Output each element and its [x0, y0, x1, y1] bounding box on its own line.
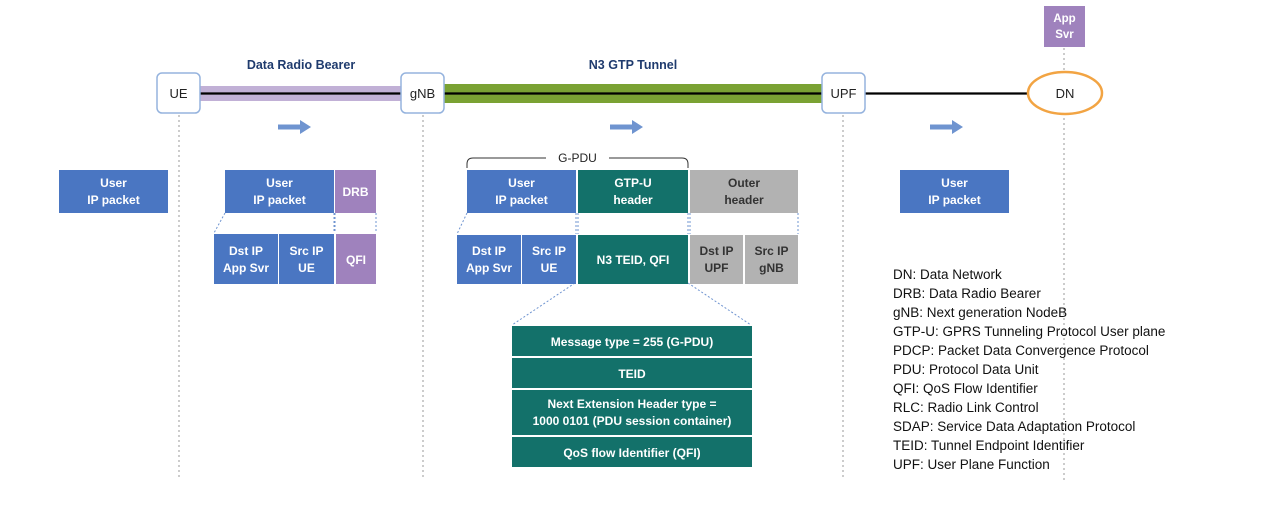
- stage3-gtpu-line1: GTP-U: [614, 176, 651, 190]
- abbreviation-item: DN: Data Network: [893, 267, 1002, 282]
- stage3-gtpu-header: [578, 170, 688, 213]
- drb-title: Data Radio Bearer: [247, 58, 356, 72]
- stage2-dst-ip-line1: Dst IP: [229, 244, 263, 258]
- stage2-packet: User IP packet DRB Dst IP App Svr Src IP…: [213, 170, 377, 284]
- abbreviation-item: UPF: User Plane Function: [893, 457, 1050, 472]
- stage2-user-ip-packet: [225, 170, 334, 213]
- node-guide-lines: [178, 48, 1065, 480]
- node-upf-label: UPF: [831, 86, 857, 101]
- stage2-drb-label: DRB: [343, 185, 369, 199]
- stage3-expansion-lines: [456, 212, 799, 326]
- gtpu-field-message-type: [512, 326, 752, 356]
- stage3-user-ip-line2: IP packet: [495, 193, 547, 207]
- node-ue-label: UE: [169, 86, 187, 101]
- stage3-dst-ip: [457, 235, 521, 284]
- stage2-dst-ip-line2: App Svr: [223, 261, 269, 275]
- abbreviation-item: PDU: Protocol Data Unit: [893, 362, 1039, 377]
- stage2-src-ip: [279, 234, 334, 284]
- node-gnb-label: gNB: [410, 86, 435, 101]
- stage3-n3-teid-qfi: [578, 235, 688, 284]
- stage3-dst-ip-line2: App Svr: [466, 261, 512, 275]
- gtpu-field-qfi: [512, 437, 752, 467]
- abbreviation-item: TEID: Tunnel Endpoint Identifier: [893, 438, 1085, 453]
- stage2-dst-ip: [214, 234, 278, 284]
- abbreviation-item: DRB: Data Radio Bearer: [893, 286, 1041, 301]
- stage3-gtpu-line2: header: [613, 193, 653, 207]
- stage3-packet: G-PDU User IP packet GTP-U header Outer …: [456, 150, 799, 467]
- stage3-outer-src-ip: [745, 235, 798, 284]
- stage3-user-ip-packet: [467, 170, 576, 213]
- gtpu-field-qfi-label: QoS flow Identifier (QFI): [563, 446, 700, 460]
- flow-arrows: [278, 120, 963, 134]
- n3-title: N3 GTP Tunnel: [589, 58, 677, 72]
- gtpu-field-next-ext-header: [512, 390, 752, 435]
- app-server-label-2: Svr: [1055, 29, 1074, 41]
- abbreviation-legend: DN: Data Network DRB: Data Radio Bearer …: [893, 265, 1165, 474]
- abbreviation-item: QFI: QoS Flow Identifier: [893, 381, 1038, 396]
- stage3-outer-dst-ip: [690, 235, 743, 284]
- abbreviation-item: GTP-U: GPRS Tunneling Protocol User plan…: [893, 324, 1166, 339]
- gtpu-field-message-type-label: Message type = 255 (G-PDU): [551, 335, 713, 349]
- abbreviation-item: SDAP: Service Data Adaptation Protocol: [893, 419, 1136, 434]
- stage1-user-ip-line1: User: [100, 176, 127, 190]
- stage2-drb-header: [335, 170, 376, 213]
- gtpu-field-teid: [512, 358, 752, 388]
- node-upf: UPF: [821, 72, 866, 114]
- stage3-outer-line2: header: [724, 193, 764, 207]
- stage2-src-ip-line2: UE: [298, 261, 315, 275]
- stage2-expansion-lines: [213, 212, 377, 234]
- stage1-user-ip-packet: User IP packet: [59, 170, 168, 213]
- gpdu-label: G-PDU: [558, 151, 597, 165]
- stage4-user-ip-line2: IP packet: [928, 193, 980, 207]
- stage4-user-ip-line1: User: [941, 176, 968, 190]
- abbreviation-item: PDCP: Packet Data Convergence Protocol: [893, 343, 1149, 358]
- flow-arrow-icon: [610, 120, 643, 134]
- node-dn-label: DN: [1056, 86, 1075, 101]
- stage2-qfi: [336, 234, 376, 284]
- stage3-user-ip-line1: User: [508, 176, 535, 190]
- stage2-src-ip-line1: Src IP: [289, 244, 323, 258]
- node-ue: UE: [156, 72, 201, 114]
- abbreviation-item: gNB: Next generation NodeB: [893, 305, 1068, 320]
- gtpu-field-next-ext-line1: Next Extension Header type =: [547, 397, 716, 411]
- abbreviation-item: RLC: Radio Link Control: [893, 400, 1039, 415]
- stage2-qfi-label: QFI: [346, 253, 366, 267]
- stage3-src-ip: [522, 235, 576, 284]
- stage4-user-ip-packet: User IP packet: [900, 170, 1009, 213]
- stage3-outer-dst-line2: UPF: [705, 261, 729, 275]
- app-server-label-1: App: [1053, 13, 1075, 25]
- stage3-src-ip-line1: Src IP: [532, 244, 566, 258]
- node-app-server: App Svr: [1044, 6, 1085, 47]
- stage3-outer-src-line2: gNB: [759, 261, 784, 275]
- node-dn: DN: [1026, 70, 1104, 116]
- gtpu-field-teid-label: TEID: [618, 367, 646, 381]
- stage3-dst-ip-line1: Dst IP: [472, 244, 506, 258]
- stage3-n3-teid-label: N3 TEID, QFI: [597, 253, 670, 267]
- node-gnb: gNB: [400, 72, 445, 114]
- gtpu-field-next-ext-line2: 1000 0101 (PDU session container): [533, 414, 732, 428]
- stage3-outer-dst-line1: Dst IP: [699, 244, 733, 258]
- stage2-user-ip-line1: User: [266, 176, 293, 190]
- stage3-outer-header: [690, 170, 798, 213]
- stage3-outer-src-line1: Src IP: [754, 244, 788, 258]
- stage3-src-ip-line2: UE: [541, 261, 558, 275]
- stage1-user-ip-line2: IP packet: [87, 193, 139, 207]
- flow-arrow-icon: [278, 120, 311, 134]
- gtpu-field-table: Message type = 255 (G-PDU) TEID Next Ext…: [512, 326, 752, 467]
- stage3-outer-line1: Outer: [728, 176, 760, 190]
- flow-arrow-icon: [930, 120, 963, 134]
- stage2-user-ip-line2: IP packet: [253, 193, 305, 207]
